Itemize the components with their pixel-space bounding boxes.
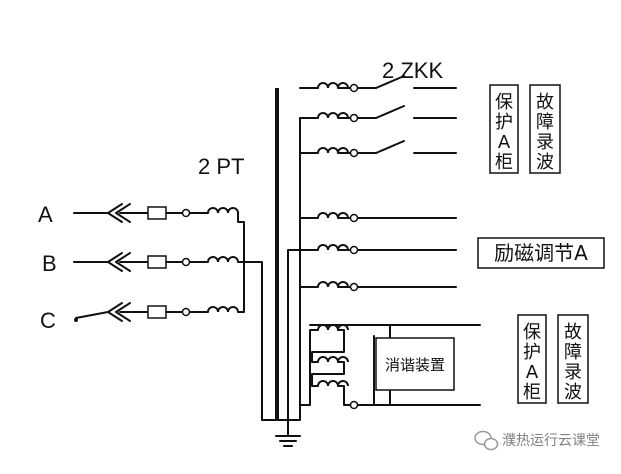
svg-text:障: 障 xyxy=(536,112,554,133)
svg-text:故: 故 xyxy=(536,92,554,113)
zkk-switch-1 xyxy=(375,75,405,89)
neutral-bus xyxy=(261,117,301,421)
svg-text:护: 护 xyxy=(523,342,541,363)
ground-lead xyxy=(287,249,301,437)
pt-primary-coil-c xyxy=(207,306,239,313)
svg-text:A: A xyxy=(526,362,539,383)
c-dot xyxy=(74,318,78,322)
ground-symbol xyxy=(275,435,301,447)
svg-text:录: 录 xyxy=(564,362,582,383)
phase-b-label: B xyxy=(42,251,57,276)
svg-text:A: A xyxy=(498,132,511,153)
pt-primary-coil-b xyxy=(207,256,239,263)
fault-rec-top-box xyxy=(529,84,561,174)
fuse-c xyxy=(147,305,167,319)
svg-text:波: 波 xyxy=(564,382,582,403)
phase-b-input: B xyxy=(42,251,263,421)
terminal-c xyxy=(181,307,191,317)
fault-rec-bottom-box xyxy=(557,314,589,404)
winding-group-1: 2 ZKK xyxy=(299,58,457,158)
phase-c-input: C xyxy=(40,212,245,333)
svg-text:波: 波 xyxy=(536,152,554,173)
watermark: 濮热运行云课堂 xyxy=(474,430,600,451)
fuse-a xyxy=(147,206,167,220)
svg-text:保: 保 xyxy=(495,92,513,113)
zkk-switch-3 xyxy=(375,140,405,154)
svg-text:柜: 柜 xyxy=(523,382,541,403)
pt-primary-coil-a xyxy=(207,207,239,214)
fuse-b xyxy=(147,255,167,269)
svg-text:录: 录 xyxy=(536,132,554,153)
watermark-text: 濮热运行云课堂 xyxy=(502,433,600,449)
svg-text:保: 保 xyxy=(523,322,541,343)
pt-label: 2 PT xyxy=(198,154,244,179)
terminal-b xyxy=(181,257,191,267)
svg-text:励磁调节A: 励磁调节A xyxy=(494,241,588,265)
harmonic-eliminator-box xyxy=(375,337,455,391)
protect-a-bottom-box xyxy=(517,314,547,404)
svg-text:故: 故 xyxy=(564,322,582,343)
winding-group-2 xyxy=(299,212,457,292)
phase-a-label: A xyxy=(38,202,53,227)
svg-text:柜: 柜 xyxy=(495,152,513,173)
svg-text:障: 障 xyxy=(564,342,582,363)
zkk-label: 2 ZKK xyxy=(382,58,443,83)
harmonic-eliminator-label: 消谐装置 xyxy=(385,356,445,374)
protect-a-top-box xyxy=(489,84,519,174)
excitation-regulator-box xyxy=(477,237,605,269)
svg-text:护: 护 xyxy=(495,112,513,133)
phase-c-label: C xyxy=(40,308,56,333)
wechat-icon xyxy=(474,430,499,451)
phase-a-input: A xyxy=(38,202,239,227)
terminal-a xyxy=(181,208,191,218)
zkk-switch-2 xyxy=(375,105,405,119)
